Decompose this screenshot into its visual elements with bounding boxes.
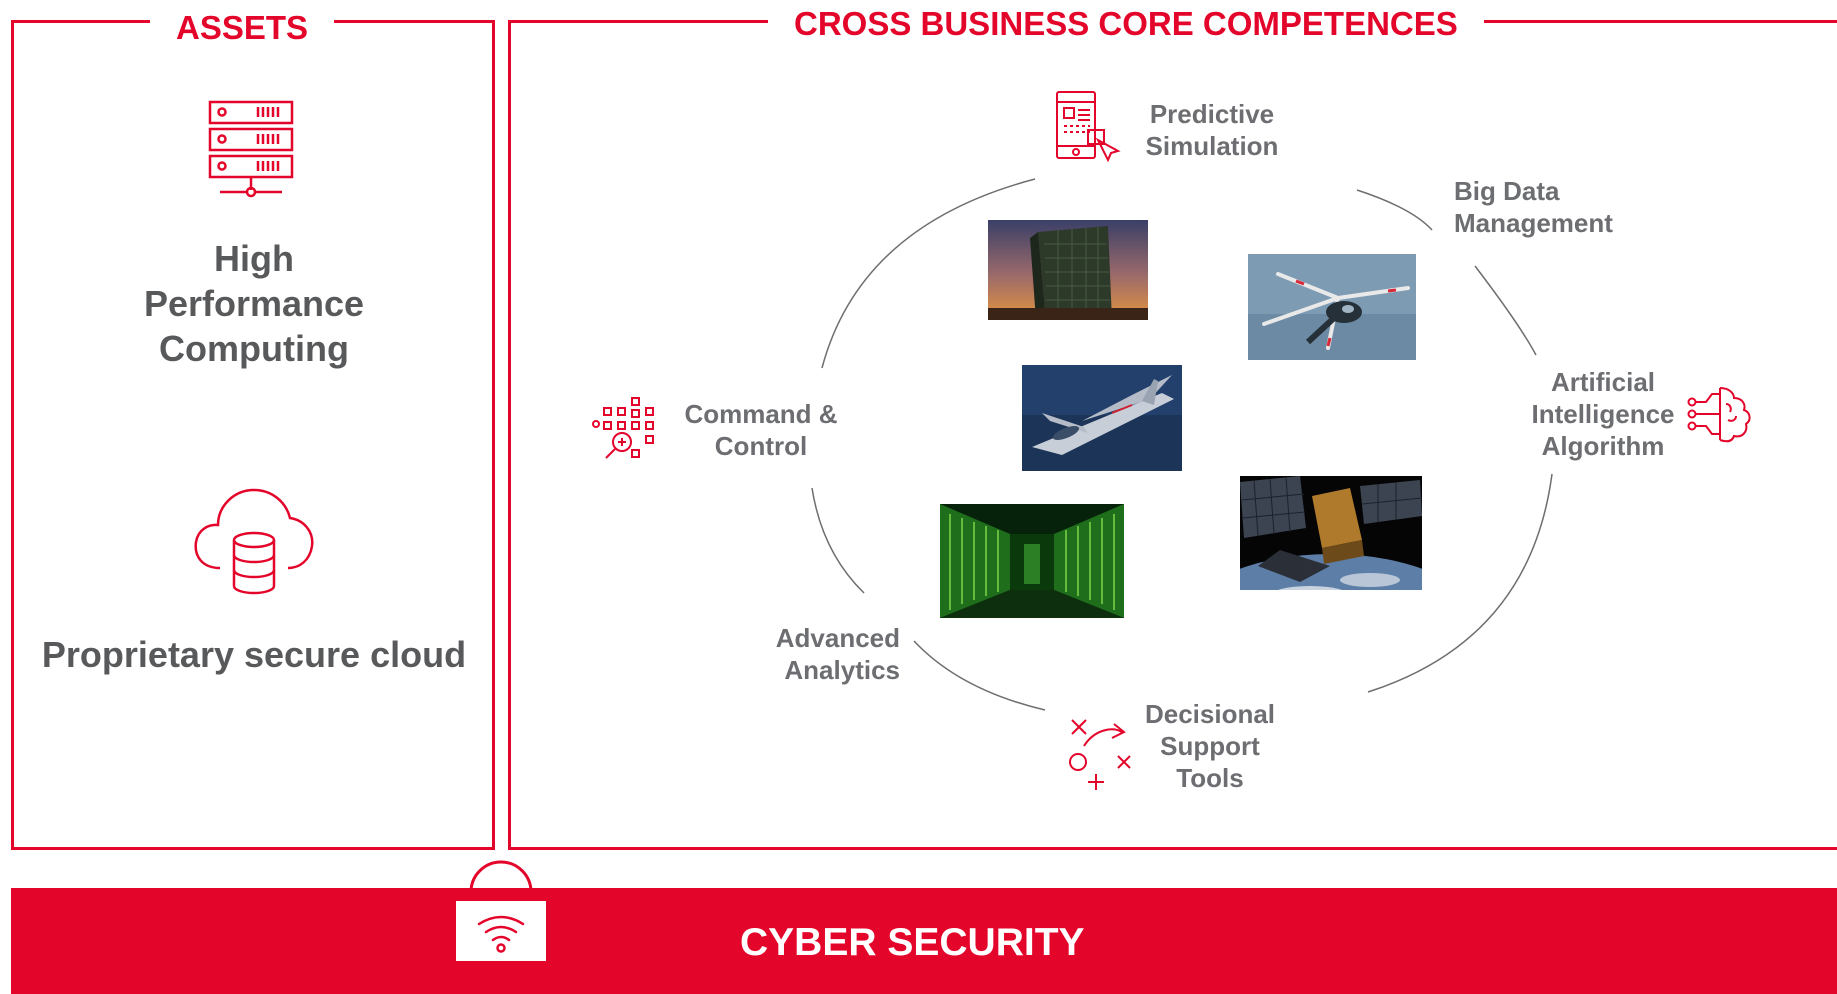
cyber-security-label: CYBER SECURITY bbox=[740, 921, 1085, 964]
competence-advanced-analytics: Advanced Analytics bbox=[775, 623, 900, 685]
radar-tower-photo bbox=[988, 220, 1148, 320]
satellite-photo bbox=[1240, 476, 1422, 590]
competence-command-control: Command & Control bbox=[684, 399, 838, 461]
helicopter-photo bbox=[1248, 254, 1416, 360]
competence-artificial-intelligence: Artificial Intelligence Algorithm bbox=[1531, 367, 1675, 461]
competence-predictive-simulation: Predictive Simulation bbox=[1145, 99, 1279, 161]
wifi-lock-icon bbox=[454, 860, 548, 963]
asset-hpc-label: High Performance Computing bbox=[143, 238, 365, 369]
asset-cloud-label: Proprietary secure cloud bbox=[41, 634, 467, 675]
cyber-security-band bbox=[11, 888, 1837, 994]
jet-trainer-photo bbox=[1022, 365, 1182, 471]
data-center-photo bbox=[940, 504, 1124, 618]
simulation-screen-icon bbox=[1056, 91, 1121, 163]
strategy-play-icon bbox=[1069, 719, 1131, 790]
cloud-database-icon bbox=[194, 488, 314, 595]
server-rack-icon bbox=[208, 100, 294, 198]
brain-circuit-icon bbox=[1687, 387, 1751, 443]
competences-title: CROSS BUSINESS CORE COMPETENCES bbox=[768, 4, 1484, 44]
competence-decisional-support: Decisional Support Tools bbox=[1144, 699, 1276, 793]
competence-big-data: Big Data Management bbox=[1454, 176, 1613, 238]
assets-title: ASSETS bbox=[150, 8, 335, 48]
analytics-magnifier-icon bbox=[592, 397, 654, 459]
